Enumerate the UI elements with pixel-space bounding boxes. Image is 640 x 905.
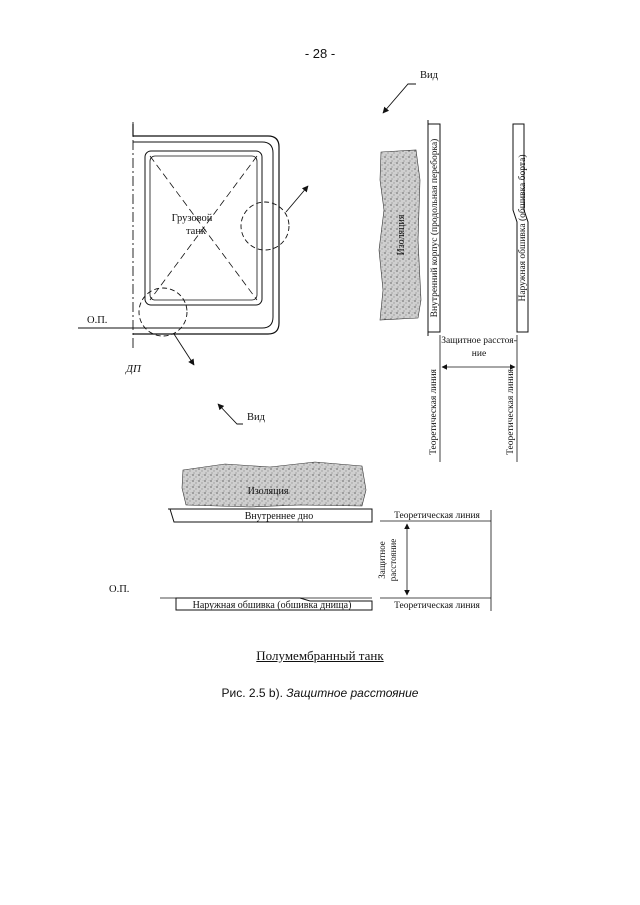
insulation-vertical-label: Изоляция [396, 214, 407, 255]
page-number: - 28 - [304, 46, 336, 61]
view-arrow-top [382, 83, 416, 114]
view-arrow-bottom-label [217, 403, 243, 425]
theoretical-line-label-left: Теоретическая линия [429, 368, 439, 454]
outer-hull-inner-line [133, 141, 274, 329]
figure-title-text: Полумембранный танк [256, 648, 384, 663]
insulation-vertical-block [378, 149, 422, 321]
view-arrow-side [285, 185, 309, 213]
protective-distance-label-1: Защитное расстоя- [441, 336, 517, 346]
side-detail [378, 120, 529, 462]
inner-bottom-plate [169, 508, 373, 523]
op-label-left: О.П. [87, 315, 107, 326]
protective-distance-v-label-1: Защитное [377, 541, 387, 579]
caption-prefix: Рис. 2.5 b). [221, 686, 283, 700]
tank-inner-wall [149, 155, 258, 301]
op-label-bottom: О.П. [109, 584, 129, 595]
protective-distance-v-label-2: расстояние [388, 539, 398, 581]
view-label-bottom: Вид [247, 412, 266, 423]
theoretical-line-label-top: Теоретическая линия [394, 511, 480, 521]
outer-hull-contour [133, 135, 280, 335]
insulation-horizontal-label: Изоляция [248, 486, 289, 497]
inner-hull-plate [428, 123, 441, 333]
inner-bottom-label: Внутреннее дно [245, 511, 313, 522]
detail-circle-bottom [138, 287, 188, 337]
diagonal-2 [149, 155, 258, 301]
view-label-top: Вид [420, 70, 439, 81]
figure-caption: Рис. 2.5 b). Защитное расстояние [0, 686, 640, 700]
protective-distance-label-2: ние [472, 349, 486, 359]
bottom-detail [160, 461, 492, 611]
theoretical-line-label-bottom: Теоретическая линия [394, 601, 480, 611]
figure-title: Полумембранный танк [0, 648, 640, 664]
outer-shell-label: Наружная обшивка (обшивка борта) [517, 154, 528, 301]
outer-bottom-plate [175, 597, 373, 611]
outer-shell-plate [512, 123, 529, 333]
detail-circle-side [240, 201, 290, 251]
cargo-tank-label-1: Грузовой [172, 213, 213, 224]
theoretical-line-label-right: Теоретическая линия [506, 368, 516, 454]
tank-section [78, 122, 309, 366]
cargo-tank-label-2: танк [186, 226, 207, 237]
dp-label: ДП [125, 363, 142, 375]
caption-text: Защитное расстояние [286, 686, 419, 700]
outer-bottom-label: Наружная обшивка (обшивка днища) [193, 600, 352, 611]
inner-hull-label: Внутренний корпус (продольная переборка) [429, 139, 440, 318]
insulation-horizontal-block [181, 461, 367, 508]
view-arrow-bottom [173, 333, 195, 366]
tank-outer-wall [144, 150, 263, 306]
